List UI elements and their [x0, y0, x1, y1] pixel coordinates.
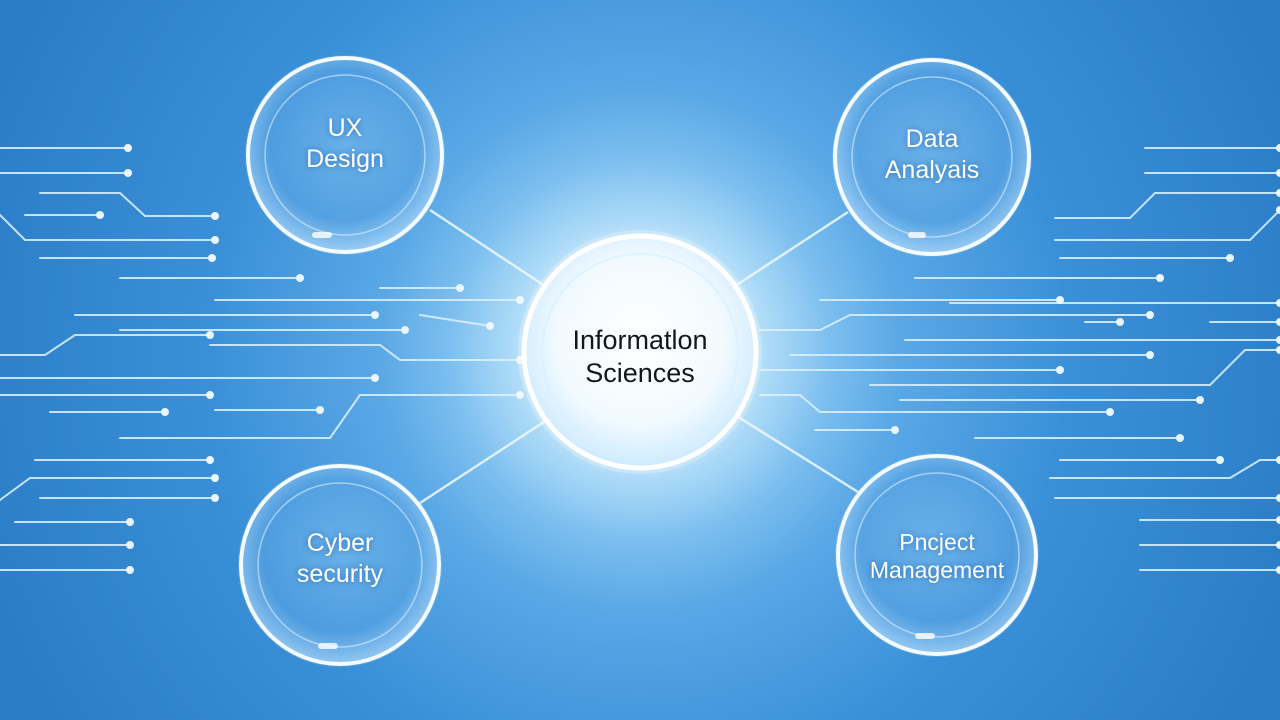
- data-analysis-line2: Analyais: [884, 155, 980, 184]
- circuit-dot: [1276, 494, 1280, 502]
- ux-design-label: UX Design: [265, 113, 425, 174]
- circuit-dot: [371, 311, 379, 319]
- data-analysis-label: Data Analyais: [847, 124, 1017, 185]
- circuit-dot: [208, 254, 216, 262]
- cyber-security-line1: Cyber: [306, 529, 374, 557]
- node-project-management[interactable]: [835, 453, 1039, 657]
- circuit-dot: [1276, 299, 1280, 307]
- circuit-trace: [1054, 209, 1280, 241]
- circuit-dot: [211, 212, 219, 220]
- circuit-dot: [124, 144, 132, 152]
- cyber-security-line2: security: [296, 559, 384, 588]
- circuit-dot: [1276, 169, 1280, 177]
- circuit-dot: [1216, 456, 1224, 464]
- node-ux-design[interactable]: [245, 55, 445, 255]
- circuit-dot: [1146, 311, 1154, 319]
- center-line1: Informatlon: [572, 325, 708, 355]
- circuit-dot: [1276, 566, 1280, 574]
- circuit-dot: [1116, 318, 1124, 326]
- circuit-dot: [1276, 189, 1280, 197]
- circuit-dot: [296, 274, 304, 282]
- project-management-line2: Management: [869, 557, 1005, 584]
- circuit-trace: [1049, 459, 1280, 479]
- circuit-trace: [0, 477, 216, 501]
- circuit-dot: [1276, 336, 1280, 344]
- circuit-dot: [96, 211, 104, 219]
- circuit-dot: [891, 426, 899, 434]
- circuit-dot: [401, 326, 409, 334]
- circuit-dot: [1276, 346, 1280, 354]
- circuit-dot: [1276, 541, 1280, 549]
- circuit-trace: [869, 349, 1280, 386]
- circuit-nodes: [96, 144, 1280, 574]
- circuit-dot: [126, 566, 134, 574]
- circuit-dot: [211, 236, 219, 244]
- circuit-dot: [1276, 206, 1280, 214]
- circuit-dot: [1276, 144, 1280, 152]
- circuit-dot: [1056, 366, 1064, 374]
- circuit-dot: [126, 541, 134, 549]
- circuit-trace: [119, 394, 521, 439]
- center-label: Informatlon Sciences: [530, 324, 750, 390]
- project-management-line1: Pncject: [899, 529, 975, 555]
- circuit-dot: [316, 406, 324, 414]
- circuit-dot: [1056, 296, 1064, 304]
- circuit-dot: [1226, 254, 1234, 262]
- data-analysis-line1: Data: [905, 125, 959, 153]
- node-data-analysis[interactable]: [832, 57, 1032, 257]
- project-management-label: Pncject Management: [842, 528, 1032, 584]
- circuit-dot: [211, 494, 219, 502]
- circuit-trace: [0, 214, 216, 241]
- ux-design-line2: Design: [306, 144, 384, 173]
- circuit-dot: [206, 456, 214, 464]
- node-cyber-security[interactable]: [238, 463, 442, 667]
- circuit-dot: [1106, 408, 1114, 416]
- circuit-dot: [124, 169, 132, 177]
- circuit-trace: [39, 192, 216, 217]
- ux-design-line1: UX: [327, 114, 363, 142]
- circuit-dot: [1276, 516, 1280, 524]
- circuit-dot: [211, 474, 219, 482]
- circuit-dot: [206, 391, 214, 399]
- circuit-dot: [1196, 396, 1204, 404]
- node-center[interactable]: [518, 230, 762, 474]
- circuit-dot: [206, 331, 214, 339]
- circuit-dot: [126, 518, 134, 526]
- circuit-dot: [1176, 434, 1184, 442]
- circuit-dot: [1276, 318, 1280, 326]
- center-line2: Sciences: [585, 357, 695, 388]
- circuit-trace: [1054, 192, 1280, 219]
- cyber-security-label: Cyber security: [255, 528, 425, 589]
- circuit-dot: [1156, 274, 1164, 282]
- circuit-trace: [0, 334, 211, 356]
- circuit-dot: [1276, 456, 1280, 464]
- circuit-dot: [161, 408, 169, 416]
- circuit-dot: [371, 374, 379, 382]
- circuit-dot: [1146, 351, 1154, 359]
